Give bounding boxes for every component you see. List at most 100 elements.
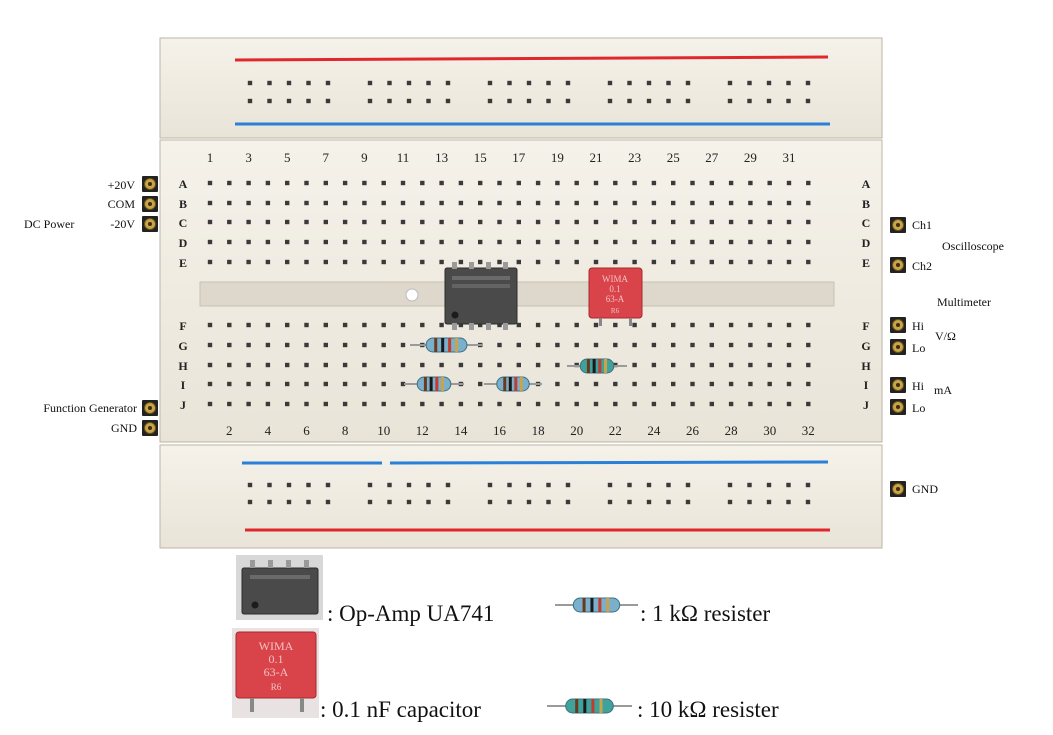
resistor-band [575, 699, 579, 713]
terminal-hi-1 [890, 317, 906, 333]
terminal-hole [709, 219, 714, 225]
resistor-band [435, 377, 439, 391]
terminal-hole [767, 322, 772, 328]
row-label-left: J [180, 398, 186, 412]
rail-hole [607, 80, 613, 86]
label-function-generator: Function Generator [43, 401, 137, 415]
rail-hole [406, 482, 412, 488]
rail-hole [267, 98, 272, 104]
column-label-top: 13 [435, 150, 448, 165]
resistor-body [425, 337, 468, 353]
terminal-hole [246, 401, 251, 407]
terminal-hole [651, 322, 657, 328]
terminal-hole [478, 381, 483, 387]
terminal-hole [478, 180, 483, 186]
terminal-hole [593, 180, 599, 186]
terminal-hole [497, 322, 502, 328]
terminal-hole [323, 219, 328, 225]
rail-hole [685, 482, 691, 488]
resistor-10k [567, 358, 627, 374]
terminal-hole [342, 381, 348, 387]
rail-hole [685, 499, 691, 505]
legend-10k-text: : 10 kΩ resister [637, 697, 779, 722]
capacitor-marking-line: R6 [611, 307, 620, 315]
resistor-band [503, 377, 507, 391]
terminal-hole [748, 381, 753, 387]
capacitor-marking-line: WIMA [602, 274, 628, 284]
terminal-hole [304, 381, 309, 387]
terminal-hole [632, 362, 637, 368]
rail-hole [306, 482, 311, 488]
rail-hole [666, 499, 671, 505]
terminal-hole [767, 342, 772, 348]
terminal-hole [806, 239, 811, 245]
rail-hole [445, 98, 451, 104]
label-gnd-right: GND [912, 482, 938, 496]
rail-hole [607, 499, 613, 505]
rail-hole [507, 80, 512, 86]
rail-hole [666, 98, 671, 104]
terminal-hole [806, 200, 811, 206]
terminal-hole [786, 239, 792, 245]
rail-hole [526, 499, 532, 505]
terminal-hole [786, 259, 792, 265]
terminal-hole [285, 180, 290, 186]
row-label-right: F [862, 319, 869, 333]
label-com: COM [107, 197, 135, 211]
terminal-hole [246, 180, 251, 186]
legend-opamp-text: : Op-Amp UA741 [327, 601, 495, 626]
terminal-hole [381, 381, 386, 387]
terminal-hole [478, 219, 483, 225]
row-label-left: A [179, 177, 188, 191]
rail-hole [426, 499, 431, 505]
rail-hole [786, 80, 791, 86]
terminal-hole [690, 239, 695, 245]
terminal-center [896, 487, 900, 491]
terminal-hole [342, 239, 348, 245]
terminal-hole [593, 322, 599, 328]
capacitor-marking-line: 0.1 [609, 284, 620, 294]
resistor-band [599, 699, 603, 713]
terminal-hole [497, 401, 502, 407]
terminal-hole [574, 342, 579, 348]
legend-capacitor-marking: 0.1 [269, 652, 284, 666]
label-minus20v: -20V [110, 217, 135, 231]
rail-hole [727, 499, 733, 505]
terminal-hole [806, 259, 811, 265]
terminal-hole [632, 200, 637, 206]
terminal-hole [690, 200, 695, 206]
terminal-hole [555, 381, 560, 387]
terminal-hole [728, 381, 734, 387]
terminal-hole [458, 259, 464, 265]
terminal-hole [285, 200, 290, 206]
terminal-hole [400, 362, 406, 368]
column-label-bottom: 32 [802, 423, 815, 438]
terminal-hole [285, 381, 290, 387]
terminal-hole [748, 322, 753, 328]
rail-hole [805, 482, 811, 488]
resistor-body [572, 597, 621, 613]
terminal-hole [613, 322, 618, 328]
terminal-hole [265, 200, 271, 206]
terminal-hole [227, 342, 232, 348]
terminal-hole [342, 401, 348, 407]
rail-hole [267, 80, 272, 86]
terminal-hole [207, 200, 213, 206]
terminal-hole [593, 219, 599, 225]
terminal-hole [400, 401, 406, 407]
terminal-minus20v [142, 216, 158, 232]
terminal-hole [285, 239, 290, 245]
terminal-hole [207, 362, 213, 368]
rail-hole [646, 80, 652, 86]
rail-hole [306, 98, 311, 104]
legend-capacitor-marking: R6 [271, 682, 282, 692]
terminal-hole [439, 322, 444, 328]
rail-hole [805, 499, 811, 505]
resistor-band [606, 598, 610, 612]
terminal-hole [381, 401, 386, 407]
column-label-bottom: 24 [647, 423, 661, 438]
terminal-hole [632, 219, 637, 225]
rail-hole [247, 98, 253, 104]
terminal-hole [516, 180, 521, 186]
